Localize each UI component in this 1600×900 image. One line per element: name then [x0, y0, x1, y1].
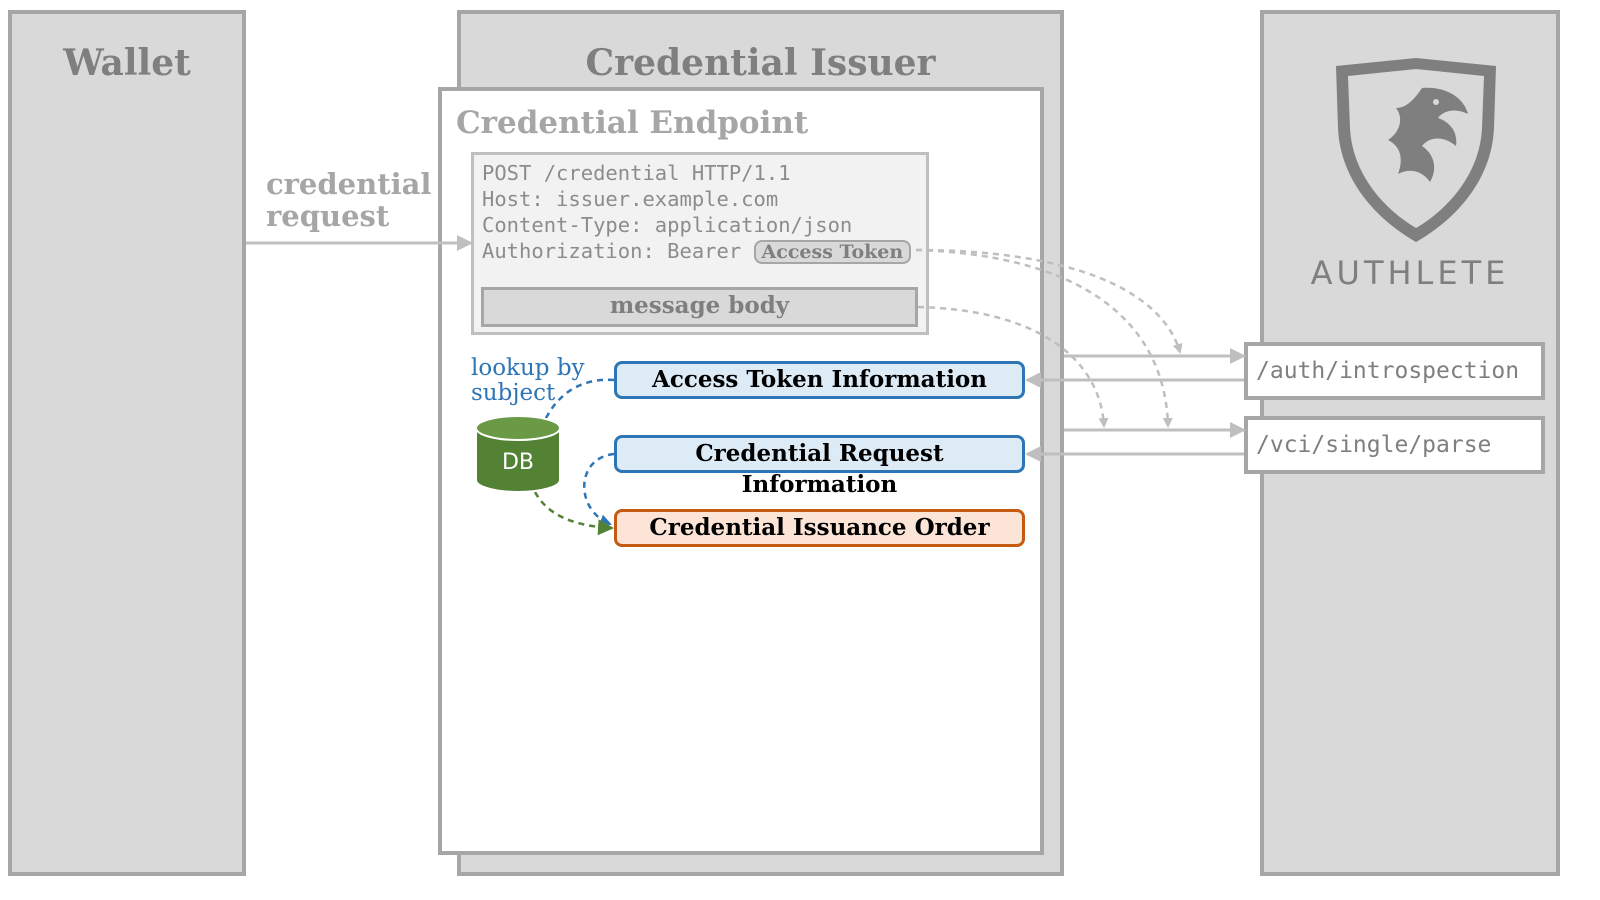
- database-icon: [475, 415, 561, 493]
- db-to-order-curve: [533, 491, 614, 536]
- message-body-box: message body: [481, 287, 918, 327]
- credential-endpoint-title: Credential Endpoint: [456, 105, 809, 141]
- auth-introspection-api-box: /auth/introspection: [1244, 342, 1545, 400]
- eagle-shield-icon: [1336, 58, 1496, 242]
- credential-request-information-box: Credential Request Information: [614, 435, 1025, 498]
- credential-request-to-order-curve: [583, 452, 615, 526]
- access-token-chip: Access Token: [753, 240, 912, 264]
- db-label: DB: [501, 450, 535, 475]
- lookup-by-subject-label: lookup by subject: [471, 356, 585, 406]
- authorization-prefix: Authorization: Bearer: [482, 239, 754, 263]
- message-body-to-parse-curve: [917, 305, 1109, 428]
- wallet-lane: Wallet: [8, 10, 246, 876]
- credential-issuance-order-box: Credential Issuance Order: [614, 509, 1025, 547]
- authlete-logo: [1326, 58, 1506, 246]
- authlete-brand: AUTHLETE: [1310, 254, 1510, 292]
- lookup-label-line1: lookup by: [471, 355, 585, 381]
- credential-request-label: credential request: [266, 168, 431, 232]
- access-token-to-parse-curve: [915, 248, 1173, 428]
- http-content-type-header: Content-Type: application/json: [482, 213, 853, 237]
- wallet-title: Wallet: [63, 42, 191, 84]
- http-request-line: POST /credential HTTP/1.1: [482, 161, 791, 185]
- lookup-label-line2: subject: [471, 380, 556, 406]
- lookup-subject-curve: [543, 378, 615, 421]
- credential-request-label-line2: request: [266, 199, 390, 233]
- http-host-header: Host: issuer.example.com: [482, 187, 779, 211]
- access-token-to-introspection-curve: [915, 248, 1183, 354]
- vci-single-parse-api-box: /vci/single/parse: [1244, 416, 1545, 474]
- credential-issuer-title: Credential Issuer: [585, 42, 936, 84]
- credential-request-label-line1: credential: [266, 167, 432, 201]
- http-authorization-header: Authorization: Bearer Access Token: [482, 238, 926, 264]
- access-token-information-box: Access Token Information: [614, 361, 1025, 399]
